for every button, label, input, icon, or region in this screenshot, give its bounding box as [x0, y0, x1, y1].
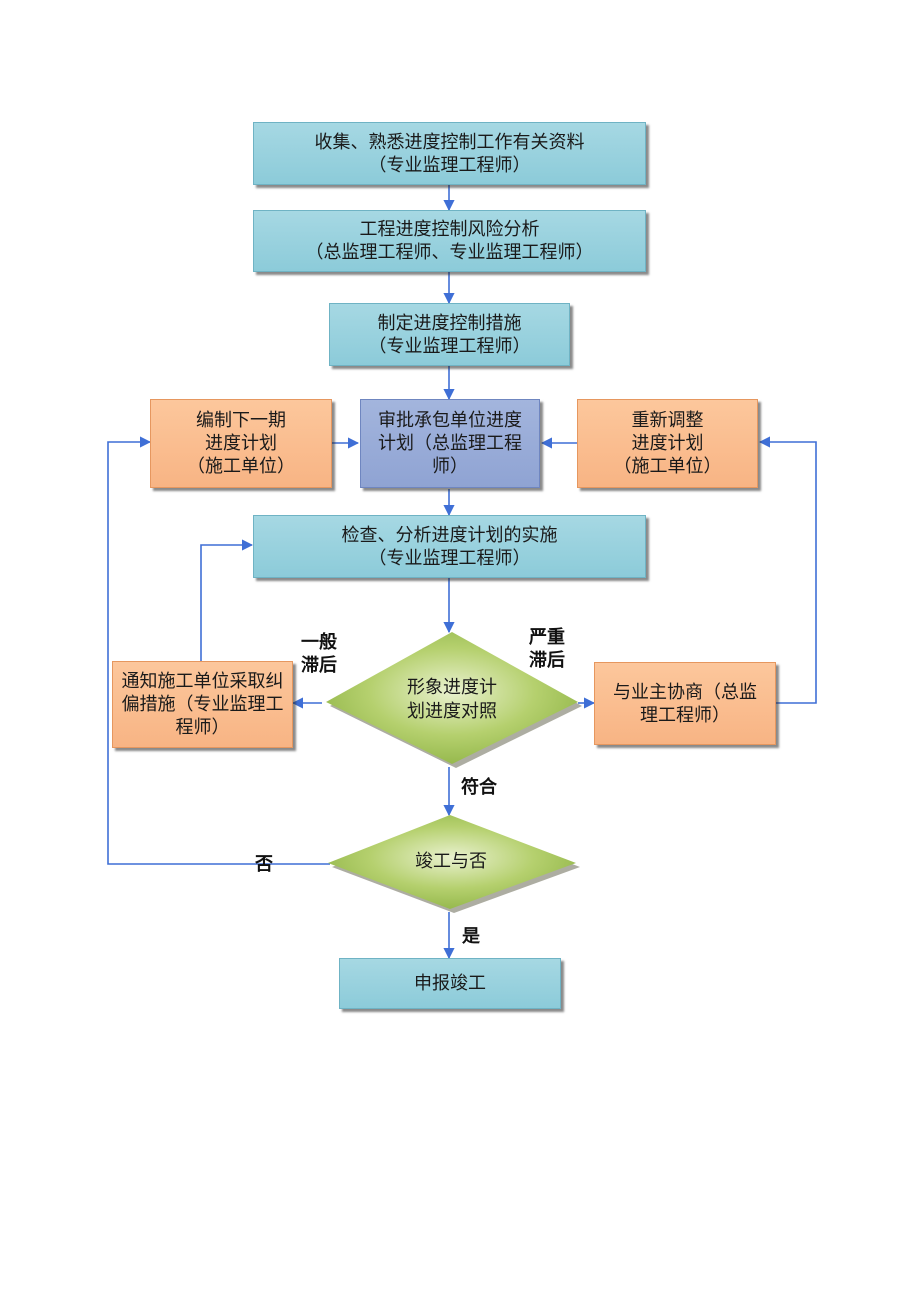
node-collect-line2: （专业监理工程师） — [368, 154, 531, 176]
label-conform: 符合 — [461, 777, 497, 798]
decision-completed-label: 竣工与否 — [326, 815, 576, 909]
label-minor-delay: 一般 滞后 — [301, 631, 337, 677]
decision-completed: 竣工与否 — [326, 815, 582, 913]
node-report-completion: 申报竣工 — [339, 958, 561, 1009]
node-measures-line2: （专业监理工程师） — [368, 335, 531, 357]
node-collect-line1: 收集、熟悉进度控制工作有关资料 — [314, 131, 585, 153]
node-negotiate-text: 与业主协商（总监理工程师） — [613, 681, 757, 726]
node-risk-analysis: 工程进度控制风险分析 （总监理工程师、专业监理工程师） — [253, 210, 646, 272]
node-approve-text: 审批承包单位进度计划（总监理工程师） — [378, 410, 522, 477]
node-check-line2: （专业监理工程师） — [368, 547, 531, 569]
decision-compare-label: 形象进度计 划进度对照 — [318, 632, 586, 768]
node-check-implementation: 检查、分析进度计划的实施 （专业监理工程师） — [253, 515, 646, 578]
label-minor-delay-line2: 滞后 — [301, 655, 337, 676]
node-nextplan-line3: （施工单位） — [187, 456, 295, 477]
label-yes: 是 — [462, 926, 480, 947]
node-readjust-line3: （施工单位） — [613, 456, 722, 477]
node-risk-line1: 工程进度控制风险分析 — [359, 219, 540, 240]
node-check-line1: 检查、分析进度计划的实施 — [341, 524, 558, 546]
arrow-negotiate-to-readjust — [758, 436, 817, 704]
decision-compare-shape — [326, 632, 582, 768]
decision-compare-line2: 划进度对照 — [407, 701, 497, 722]
decision-compare-progress: 形象进度计 划进度对照 — [318, 632, 586, 768]
node-measures-line1: 制定进度控制措施 — [377, 312, 522, 334]
node-next-period-plan: 编制下一期 进度计划 （施工单位） — [150, 399, 332, 488]
arrow-notify-to-check — [200, 539, 254, 661]
label-severe-delay: 严重 滞后 — [529, 626, 565, 672]
node-readjust-line2: 进度计划 — [631, 433, 704, 454]
node-approve-plan: 审批承包单位进度计划（总监理工程师） — [360, 399, 540, 488]
node-collect-materials: 收集、熟悉进度控制工作有关资料 （专业监理工程师） — [253, 122, 646, 185]
node-nextplan-line2: 进度计划 — [205, 433, 277, 454]
label-no: 否 — [255, 854, 273, 875]
node-notify-contractor: 通知施工单位采取纠偏措施（专业监理工程师） — [112, 661, 293, 748]
node-notify-text: 通知施工单位采取纠偏措施（专业监理工程师） — [121, 671, 284, 738]
node-negotiate-owner: 与业主协商（总监理工程师） — [594, 662, 776, 745]
node-readjust-line1: 重新调整 — [631, 410, 704, 431]
node-readjust-plan: 重新调整 进度计划 （施工单位） — [577, 399, 758, 488]
node-control-measures: 制定进度控制措施 （专业监理工程师） — [329, 303, 570, 366]
decision-completed-shape — [328, 815, 580, 913]
node-report-text: 申报竣工 — [414, 973, 486, 994]
label-severe-delay-line1: 严重 — [529, 627, 565, 648]
node-risk-line2: （总监理工程师、专业监理工程师） — [305, 242, 594, 263]
label-minor-delay-line1: 一般 — [301, 632, 337, 653]
node-nextplan-line1: 编制下一期 — [196, 410, 286, 431]
decision-compare-line1: 形象进度计 — [407, 677, 497, 698]
arrow-completed-no-to-nextplan — [107, 436, 330, 865]
label-severe-delay-line2: 滞后 — [529, 650, 565, 671]
decision-completed-text: 竣工与否 — [415, 851, 487, 872]
